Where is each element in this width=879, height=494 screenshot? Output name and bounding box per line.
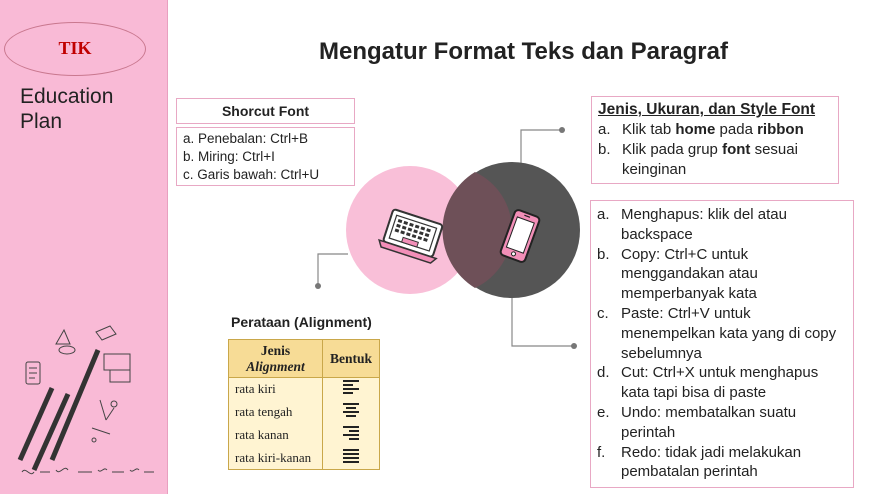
alignment-name: rata tengah	[228, 400, 323, 424]
shortcut-item-underline: c. Garis bawah: Ctrl+U	[183, 167, 320, 182]
connector-phone-top	[520, 129, 562, 212]
education-plan-line1: Education	[20, 85, 114, 108]
edit-item-undo: e. Undo: membatalkan suatu perintah	[597, 403, 847, 443]
list-marker: b.	[597, 245, 610, 263]
connector-laptop	[317, 253, 348, 286]
education-plan-label: Education Plan	[20, 84, 113, 134]
list-text: Cut: Ctrl+X untuk menghapus kata tapi bi…	[621, 364, 819, 402]
list-text: Undo: membatalkan suatu perintah	[621, 403, 797, 441]
font-style-item-a: a. Klik tab home pada ribbon	[598, 120, 832, 140]
list-text: Menghapus: klik del atau backspace	[621, 206, 787, 243]
align-center-icon	[343, 403, 359, 417]
alignment-name: rata kiri	[228, 377, 323, 401]
font-style-item-b: b. Klik pada grup font sesuai keinginan	[598, 140, 832, 180]
tik-badge: TIK	[4, 22, 146, 76]
list-marker: b.	[598, 141, 611, 158]
shortcut-item-italic: b. Miring: Ctrl+I	[183, 149, 275, 164]
edit-item-paste: c. Paste: Ctrl+V untuk menempelkan kata y…	[597, 304, 847, 363]
shortcut-font-list: a. Penebalan: Ctrl+B b. Miring: Ctrl+I c…	[176, 127, 355, 186]
list-text: Copy: Ctrl+C untuk menggandakan atau mem…	[621, 245, 758, 303]
alignment-name: rata kanan	[228, 423, 323, 447]
list-text: Klik pada grup font sesuai keinginan	[622, 141, 798, 178]
list-marker: d.	[597, 364, 610, 382]
sidebar: TIK Education Plan	[0, 0, 168, 494]
edit-item-delete: a. Menghapus: klik del atau backspace	[597, 205, 847, 245]
smartphone-icon	[499, 209, 541, 263]
alignment-heading: Perataan (Alignment)	[231, 314, 372, 330]
table-row: rata kiri-kanan	[228, 446, 380, 470]
edit-commands-box: a. Menghapus: klik del atau backspace b. C…	[590, 200, 854, 488]
list-marker: f.	[597, 443, 606, 461]
dark-circle	[444, 162, 580, 298]
list-text: Klik tab home pada ribbon	[622, 121, 804, 138]
font-style-heading: Jenis, Ukuran, dan Style Font	[598, 101, 816, 118]
align-left-icon	[343, 380, 359, 395]
pink-circle	[346, 166, 474, 294]
align-right-icon	[343, 426, 359, 440]
table-row: rata kanan	[228, 423, 380, 447]
alignment-name: rata kiri-kanan	[228, 446, 323, 470]
tik-badge-label: TIK	[58, 38, 92, 58]
list-text: Paste: Ctrl+V untuk menempelkan kata yan…	[621, 304, 837, 362]
alignment-table: Jenis Alignment Bentuk rata kiri rata te…	[228, 339, 380, 470]
overlap-area	[442, 172, 512, 288]
science-doodle-illustration	[17, 325, 154, 475]
list-marker: e.	[597, 403, 610, 421]
table-row: rata kiri	[228, 377, 380, 401]
col-header-bentuk: Bentuk	[322, 339, 380, 378]
education-plan-line2: Plan	[20, 110, 63, 133]
list-marker: c.	[597, 304, 609, 322]
col-header-jenis: Jenis Alignment	[228, 339, 323, 378]
list-text: Redo: tidak jadi melakukan pembatalan pe…	[621, 443, 802, 481]
edit-item-copy: b. Copy: Ctrl+C untuk menggandakan atau m…	[597, 245, 847, 304]
laptop-icon	[378, 208, 444, 264]
edit-item-cut: d. Cut: Ctrl+X untuk menghapus kata tapi …	[597, 363, 847, 403]
table-row: rata tengah	[228, 400, 380, 424]
shortcut-item-bold: a. Penebalan: Ctrl+B	[183, 131, 308, 146]
shortcut-font-heading: Shorcut Font	[176, 98, 355, 124]
edit-item-redo: f. Redo: tidak jadi melakukan pembatalan …	[597, 443, 847, 483]
font-style-box: Jenis, Ukuran, dan Style Font a. Klik ta…	[591, 96, 839, 184]
list-marker: a.	[598, 121, 611, 138]
list-marker: a.	[597, 206, 610, 223]
page-title: Mengatur Format Teks dan Paragraf	[319, 38, 728, 65]
table-header-row: Jenis Alignment Bentuk	[228, 339, 380, 378]
connector-phone-bottom	[511, 290, 574, 347]
align-justify-icon	[343, 448, 359, 463]
